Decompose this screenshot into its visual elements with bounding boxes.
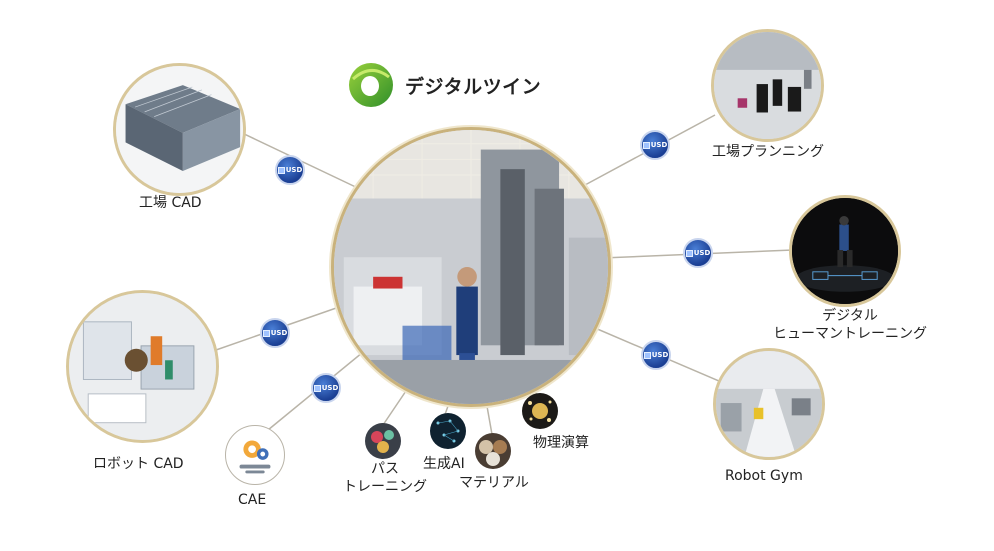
factory-cad-image — [113, 63, 246, 196]
robot-cad-image — [66, 290, 219, 443]
usd-badge: USD — [311, 373, 341, 403]
material-image — [475, 433, 511, 469]
usd-badge: USD — [275, 155, 305, 185]
usd-badge: USD — [683, 238, 713, 268]
digital-twin-logo-icon — [349, 63, 393, 107]
path-training-label-line2: トレーニング — [343, 479, 427, 495]
robot-gym-label: Robot Gym — [725, 468, 803, 484]
robot-cad-label: ロボット CAD — [93, 456, 184, 472]
digital-human-label-line2: ヒューマントレーニング — [773, 326, 927, 342]
usd-badge: USD — [260, 318, 290, 348]
robot-gym-image — [713, 348, 825, 460]
factory-planning-label: 工場プランニング — [712, 144, 824, 160]
factory-planning-image — [711, 29, 824, 142]
usd-cube-icon — [643, 351, 651, 359]
factory-cad-label: 工場 CAD — [139, 195, 202, 211]
generative-ai-label: 生成AI — [423, 456, 465, 472]
usd-cube-icon — [313, 384, 321, 392]
usd-cube-icon — [277, 166, 285, 174]
physics-label: 物理演算 — [533, 435, 589, 451]
title-block: デジタルツイン — [343, 57, 541, 113]
cae-label: CAE — [238, 492, 267, 508]
cae-image — [225, 425, 285, 485]
path-training-image — [365, 423, 401, 459]
digital-human-label-line1: デジタル — [822, 308, 878, 324]
material-label: マテリアル — [459, 475, 529, 491]
factory-floor-image — [331, 127, 611, 407]
generative-ai-image — [430, 413, 466, 449]
physics-image — [522, 393, 558, 429]
path-training-label: パス トレーニング — [330, 460, 440, 496]
path-training-label-line1: パス — [371, 461, 399, 477]
usd-cube-icon — [642, 141, 650, 149]
usd-cube-icon — [685, 249, 693, 257]
digital-human-image — [789, 195, 901, 307]
usd-badge: USD — [640, 130, 670, 160]
digital-human-label: デジタル ヒューマントレーニング — [760, 307, 940, 343]
usd-badge: USD — [641, 340, 671, 370]
usd-cube-icon — [262, 329, 270, 337]
page-title: デジタルツイン — [405, 75, 542, 98]
